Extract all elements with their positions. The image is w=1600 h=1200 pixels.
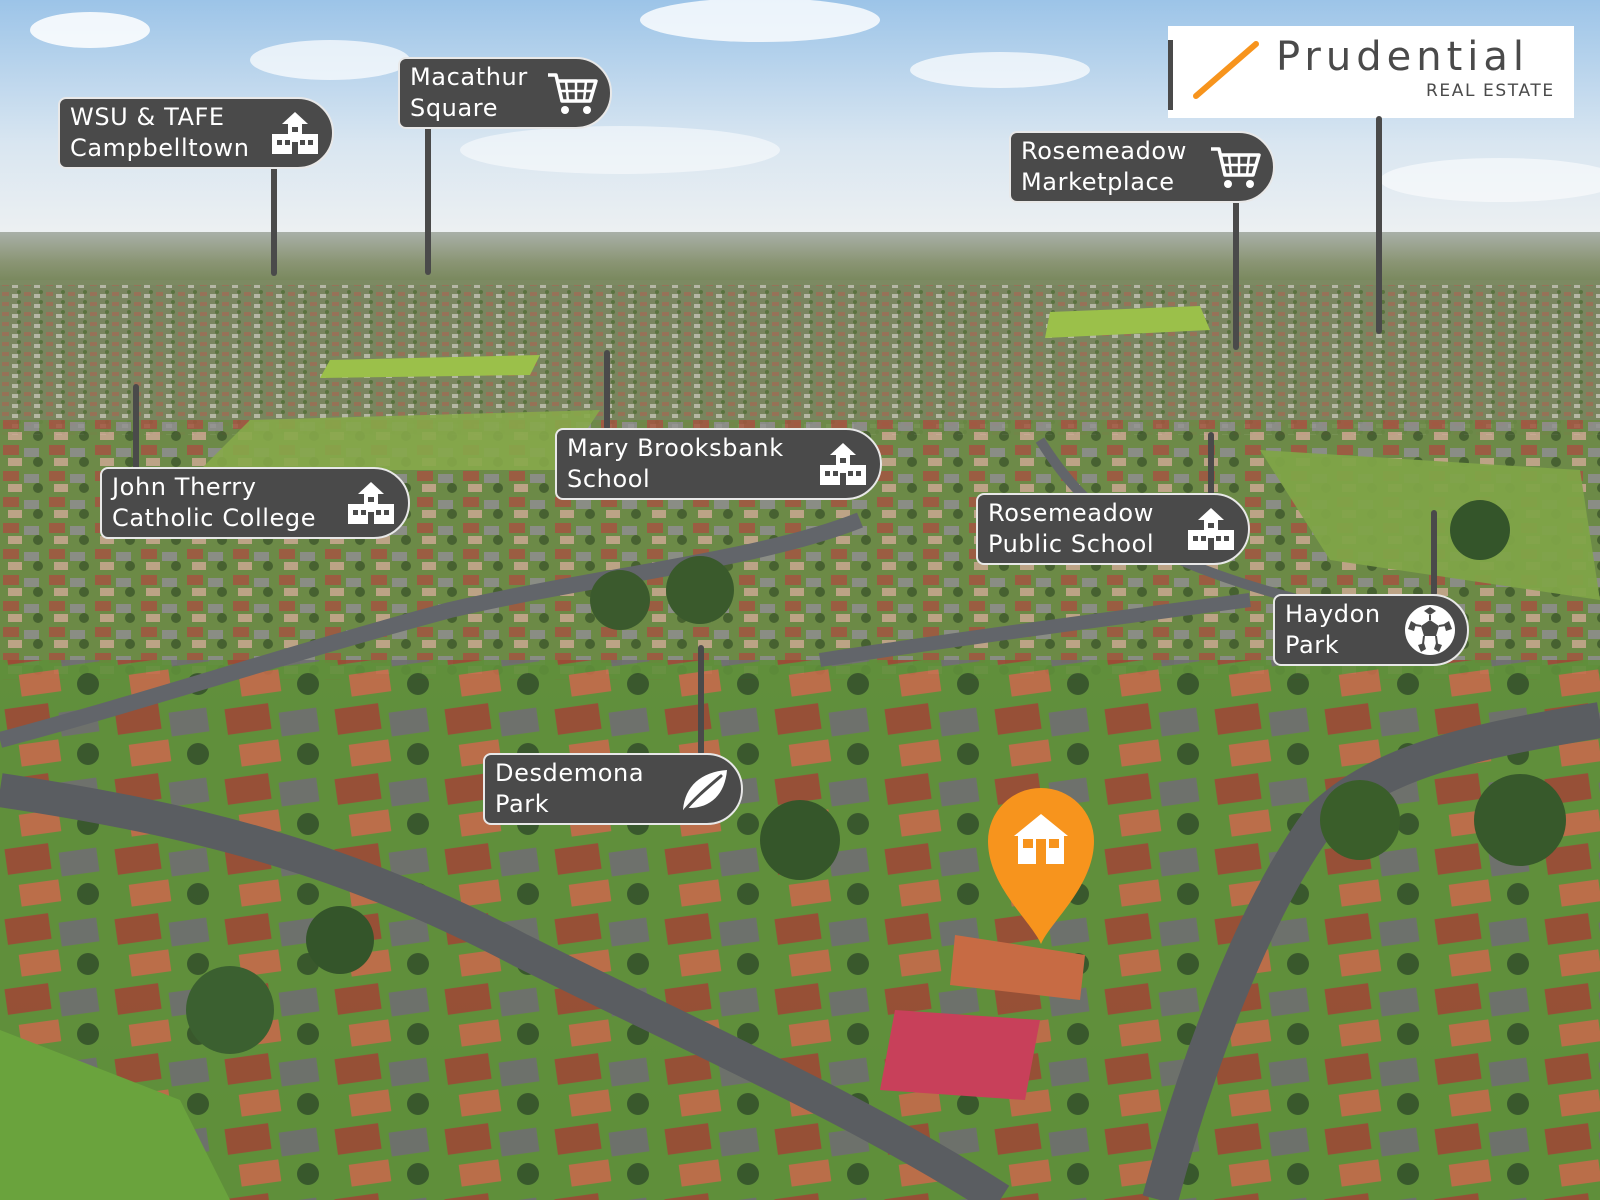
leaf-icon	[677, 765, 731, 813]
callout-macarthur-square: Macathur Square	[398, 57, 612, 129]
shopping-cart-icon	[546, 69, 600, 117]
school-icon	[1184, 505, 1238, 553]
logo-divider	[1168, 40, 1173, 110]
callout-wsu-tafe: WSU & TAFE Campbelltown	[58, 97, 334, 169]
callout-stem	[1233, 198, 1239, 350]
callout-label: Macathur Square	[410, 63, 528, 122]
school-icon	[344, 479, 398, 527]
school-icon	[816, 440, 870, 488]
callout-stem	[271, 160, 277, 276]
brand-name: Prudential	[1276, 34, 1529, 80]
callout-rosemeadow-public-school: Rosemeadow Public School	[976, 493, 1250, 565]
callout-stem	[133, 384, 139, 470]
house-icon	[1014, 814, 1068, 864]
callout-haydon-park: Haydon Park	[1273, 594, 1469, 666]
callout-label: WSU & TAFE Campbelltown	[70, 103, 250, 162]
property-marker-pin[interactable]	[986, 786, 1096, 946]
callout-label: Desdemona Park	[495, 759, 645, 818]
callout-rosemeadow-marketplace: Rosemeadow Marketplace	[1009, 131, 1275, 203]
callout-stem	[425, 122, 431, 275]
callout-stem	[1376, 116, 1382, 334]
callout-label: Rosemeadow Public School	[988, 499, 1155, 558]
callout-label: Mary Brooksbank School	[567, 434, 784, 493]
callout-label: Rosemeadow Marketplace	[1021, 137, 1187, 196]
soccer-ball-icon	[1403, 605, 1457, 655]
callout-stem	[698, 645, 704, 755]
callout-stem	[1208, 432, 1214, 496]
shopping-cart-icon	[1209, 143, 1263, 191]
callout-desdemona-park: Desdemona Park	[483, 753, 743, 825]
school-icon	[268, 109, 322, 157]
brand-tagline: REAL ESTATE	[1426, 81, 1555, 101]
callout-stem	[1431, 510, 1437, 596]
callout-john-therry-catholic-college: John Therry Catholic College	[100, 467, 410, 539]
logo-panel	[1168, 26, 1574, 118]
callout-label: John Therry Catholic College	[112, 473, 317, 532]
callout-mary-brooksbank-school: Mary Brooksbank School	[555, 428, 882, 500]
prudential-logo-icon	[1193, 41, 1259, 99]
callout-label: Haydon Park	[1285, 600, 1381, 659]
callout-stem	[604, 350, 610, 430]
